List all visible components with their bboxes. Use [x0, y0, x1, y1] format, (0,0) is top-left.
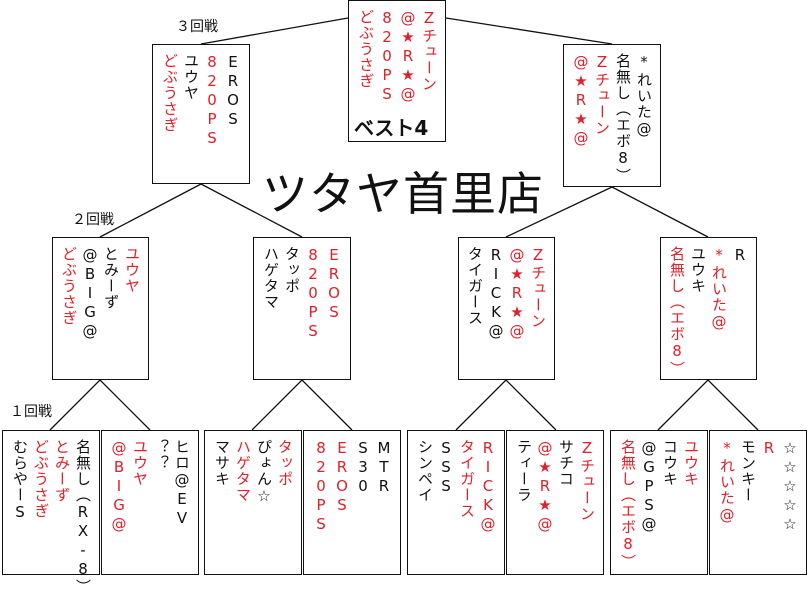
player-name: @★R★@ — [399, 9, 417, 104]
round2-box-3: Zチューン@★R★@RICK@タイガース — [458, 237, 555, 380]
player-name: 820PS — [304, 246, 322, 341]
best4-label: ベスト4 — [354, 116, 429, 140]
player-name: Zチューン — [593, 53, 611, 136]
player-name: モンキー — [739, 439, 757, 503]
player-name: MTR — [375, 439, 393, 496]
round1-box-6: Zチューンサチコ@★R★@ティーラ — [506, 430, 604, 575]
player-name: ティーラ — [515, 439, 533, 503]
player-name: ？？ — [152, 439, 170, 471]
round1-box-1: 名無し（RX-8）とみーずどぶうさぎむらやーS — [2, 430, 100, 595]
player-name: ユウキ — [682, 439, 700, 487]
player-name: 820PS — [203, 53, 221, 148]
player-name: ユウヤ — [123, 246, 141, 294]
round1-label: １回戦 — [10, 404, 52, 420]
player-name: ☆☆☆☆☆ — [781, 439, 799, 534]
player-name: EROS — [224, 53, 242, 129]
player-name: 820PS — [378, 9, 396, 104]
round2-box-4: R*れいた@ユウキ名無し（エボ8） — [660, 237, 757, 380]
player-name: ユウキ — [689, 246, 707, 294]
player-name: @★R★@ — [508, 246, 526, 341]
player-name: @★R★@ — [572, 53, 590, 148]
player-name: Zチューン — [529, 246, 547, 329]
player-name: むらやーS — [11, 439, 29, 522]
round3-box-right: *れいた@名無し（エボ8）Zチューン@★R★@ — [563, 44, 661, 187]
venue-title: ツタヤ首里店 — [262, 167, 544, 221]
player-name: R — [760, 439, 778, 458]
player-name: RICK@ — [479, 439, 497, 534]
player-name: とみーず — [53, 439, 71, 503]
player-name: @BIG@ — [110, 439, 128, 534]
player-name: 名無し（RX-8） — [74, 439, 92, 595]
player-name: タイガース — [466, 246, 484, 326]
round1-box-2: ヒロ@EV？？ユウヤ@BIG@ — [101, 430, 199, 575]
player-name: @BIG@ — [81, 246, 99, 341]
player-name: ぴょん☆ — [255, 439, 273, 506]
player-name: EROS — [333, 439, 351, 515]
player-name: Zチューン — [578, 439, 596, 522]
player-name: タッポ — [276, 439, 294, 487]
bracket-lines — [49, 17, 759, 431]
round2-box-1: ユウヤとみーず@BIG@どぶうさぎ — [52, 237, 149, 380]
player-name: SSS — [437, 439, 455, 496]
player-name: *れいた@ — [718, 439, 736, 525]
player-name: マサキ — [213, 439, 231, 487]
player-name: タイガース — [458, 439, 476, 519]
player-name: RICK@ — [487, 246, 505, 341]
player-name: *れいた@ — [710, 246, 728, 332]
player-name: 名無し（エボ8） — [614, 53, 632, 184]
round1-box-7: ユウキコウキ@GPS@名無し（エボ8） — [610, 430, 708, 575]
player-name: シンペイ — [416, 439, 434, 503]
player-name: どぶうさぎ — [161, 53, 179, 133]
player-name: タッポ — [283, 246, 301, 294]
player-name: ヒロ@EV — [173, 439, 191, 528]
player-name: Zチューン — [420, 9, 438, 92]
player-name: *れいた@ — [635, 53, 653, 139]
player-name: どぶうさぎ — [357, 9, 375, 89]
player-name: どぶうさぎ — [60, 246, 78, 326]
player-name: コウキ — [661, 439, 679, 487]
player-name: 名無し（エボ8） — [668, 246, 686, 377]
player-name: ハゲタマ — [234, 439, 252, 503]
player-name: ユウヤ — [182, 53, 200, 101]
player-name: 名無し（エボ8） — [619, 439, 637, 570]
player-name: ハゲタマ — [262, 246, 280, 310]
player-name: EROS — [325, 246, 343, 322]
player-name: S30 — [354, 439, 372, 496]
round2-label: ２回戦 — [72, 212, 114, 228]
player-name: @★R★@ — [536, 439, 554, 534]
player-name: @GPS@ — [640, 439, 658, 534]
player-name: R — [731, 246, 749, 265]
round3-label: ３回戦 — [176, 19, 218, 35]
round1-box-3: タッポぴょん☆ハゲタママサキ — [204, 430, 302, 575]
player-name: 820PS — [312, 439, 330, 534]
player-name: サチコ — [557, 439, 575, 487]
player-name: ユウヤ — [131, 439, 149, 487]
player-name: とみーず — [102, 246, 120, 310]
player-name: どぶうさぎ — [32, 439, 50, 519]
